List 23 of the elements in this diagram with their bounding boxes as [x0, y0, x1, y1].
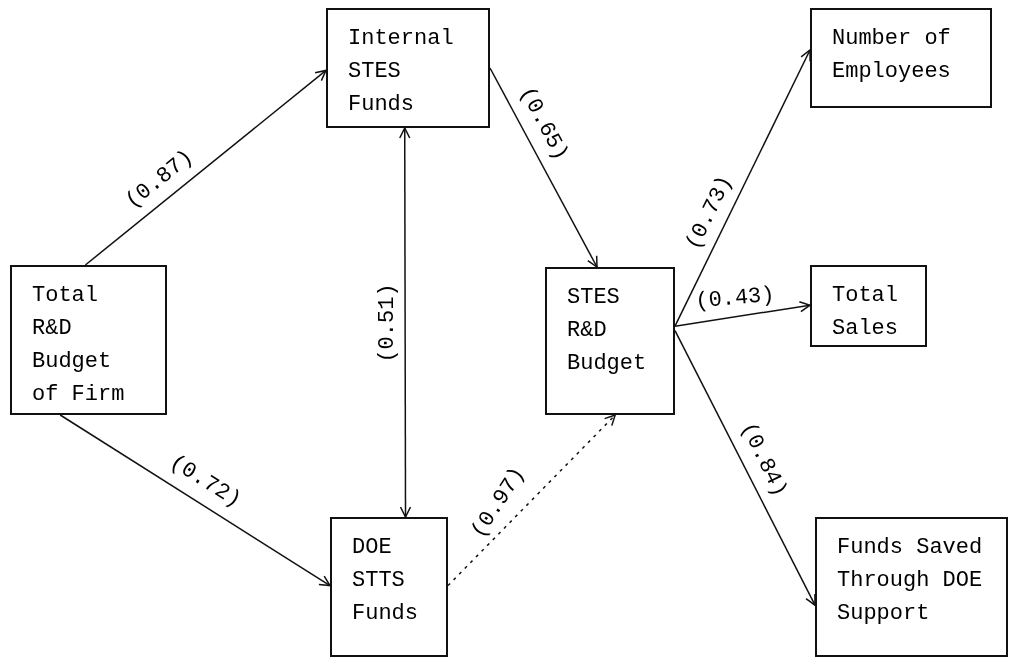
variable-box — [545, 267, 675, 415]
node-label: Number of Employees — [832, 25, 952, 86]
node-label: Total R&D Budget of Firm — [32, 282, 126, 409]
edge-label: (0.51) — [375, 281, 402, 365]
variable-box — [326, 8, 490, 128]
node-label: Internal STES Funds — [348, 25, 455, 119]
variable-box — [810, 265, 927, 347]
arrow — [674, 49, 811, 327]
variable-box — [10, 265, 167, 415]
node-label: DOE STTS Funds — [352, 534, 419, 628]
edge-label: (0.43) — [693, 282, 777, 316]
arrow — [489, 67, 598, 268]
arrow — [59, 414, 331, 587]
variable-box — [810, 8, 992, 108]
arrow — [674, 301, 811, 327]
arrow — [447, 414, 616, 587]
variable-box — [815, 517, 1008, 657]
variable-box — [330, 517, 448, 657]
arrow — [399, 127, 412, 518]
arrow — [84, 69, 327, 266]
node-label: STES R&D Budget — [567, 284, 648, 378]
node-label: Funds Saved Through DOE Support — [837, 534, 984, 628]
node-label: Total Sales — [832, 282, 899, 343]
